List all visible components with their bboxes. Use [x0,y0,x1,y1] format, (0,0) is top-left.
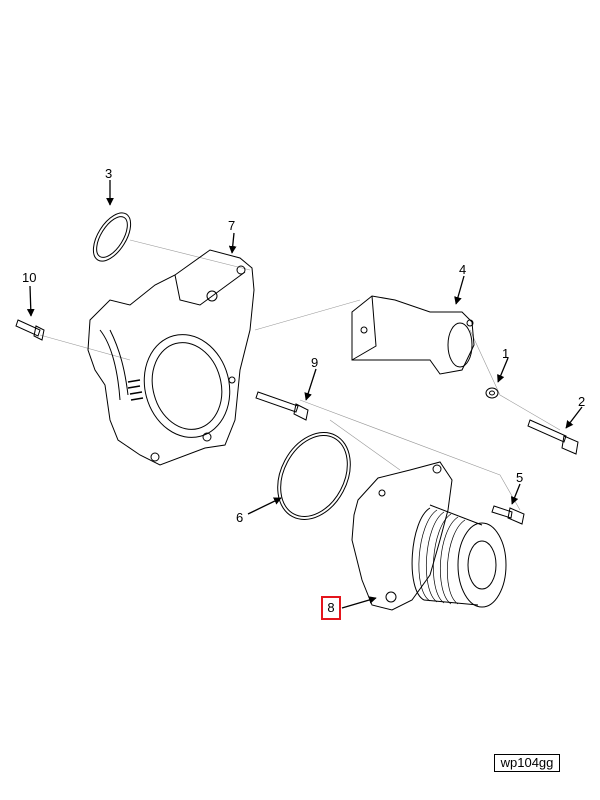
part-8-water-pump [351,461,507,611]
part-10-bolt [15,319,45,341]
part-4-bracket [351,295,475,375]
callout-10: 10 [22,270,37,285]
part-6-o-ring [277,432,351,520]
figure-id-label: wp104gg [494,754,560,772]
leader-arrows [26,180,583,609]
callout-7: 7 [228,218,236,233]
callout-1: 1 [502,346,510,361]
part-3-o-ring [92,212,132,262]
callout-2: 2 [578,394,586,409]
part-9-bolt [255,391,309,421]
part-5-bolt [491,505,525,525]
callout-8-highlighted: 8 [321,596,341,620]
callout-5: 5 [516,470,524,485]
part-2-bolt [527,419,579,455]
callout-3: 3 [105,166,113,181]
assembly-guide-lines [39,239,561,511]
callout-4: 4 [459,262,467,277]
part-1-washer [485,387,499,399]
callout-6: 6 [236,510,244,525]
callout-9: 9 [311,355,319,370]
part-7-housing [87,249,255,466]
